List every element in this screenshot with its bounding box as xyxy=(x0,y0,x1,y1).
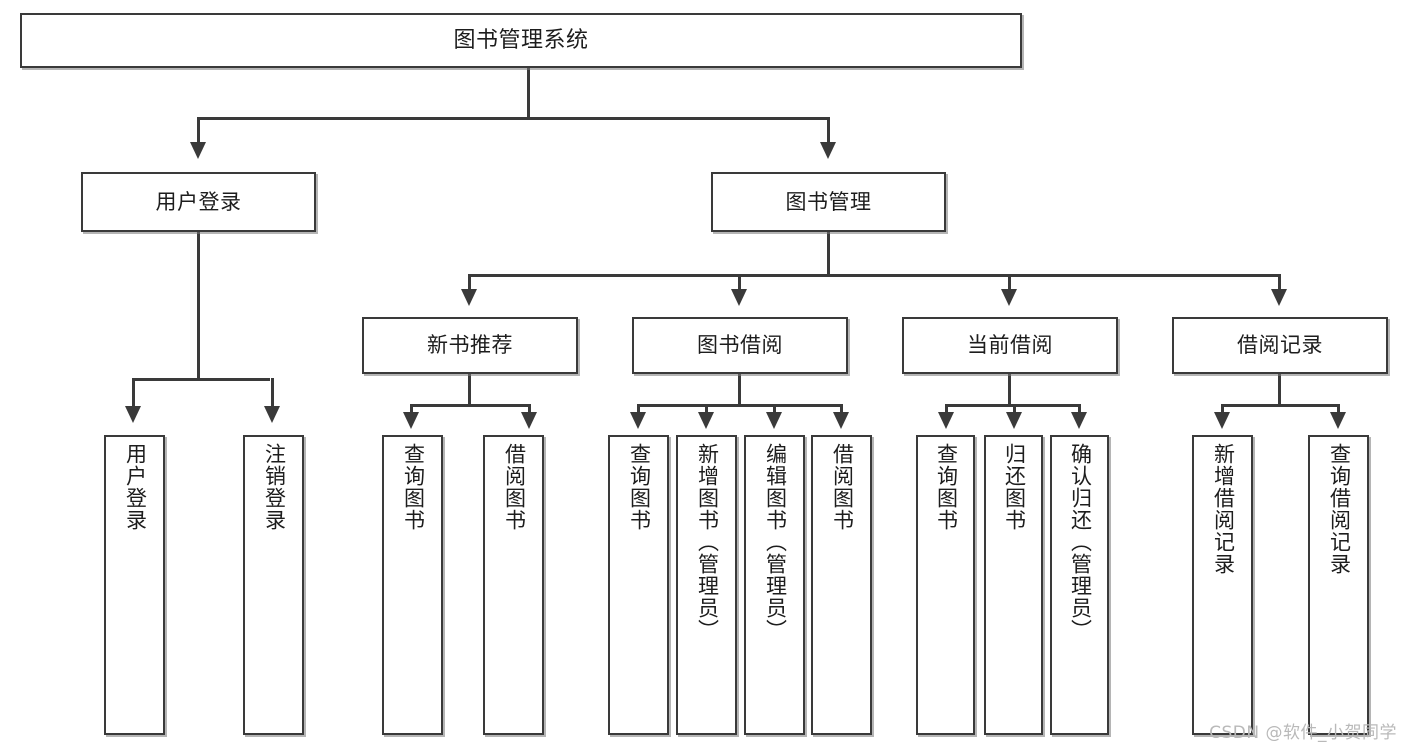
connector-current-drop-1 xyxy=(945,404,948,414)
arrowhead-book-mgmt xyxy=(820,142,836,159)
connector-record-drop-1 xyxy=(1221,404,1224,414)
connector-root-to-user-login xyxy=(197,117,200,144)
arrowhead-book-borrow xyxy=(731,289,747,306)
node-label: 新增借阅记录 xyxy=(1211,443,1236,575)
connector-book-mgmt-drop-1 xyxy=(468,274,471,291)
connector-book-mgmt-drop-4 xyxy=(1278,274,1281,291)
connector-borrow-drop-2 xyxy=(705,404,708,414)
leaf-current-return-book[interactable]: 归还图书 xyxy=(984,435,1043,735)
connector-user-login-drop-2 xyxy=(271,378,274,408)
leaf-borrow-borrow-book[interactable]: 借阅图书 xyxy=(811,435,872,735)
connector-current-stem xyxy=(1008,374,1011,406)
node-label: 查询图书 xyxy=(627,443,652,531)
connector-book-mgmt-bar xyxy=(469,274,1281,277)
node-root-system[interactable]: 图书管理系统 xyxy=(20,13,1022,68)
leaf-borrow-query-book[interactable]: 查询图书 xyxy=(608,435,669,735)
connector-recommend-drop-2 xyxy=(528,404,531,414)
node-label: 用户登录 xyxy=(155,189,242,214)
node-label: 注销登录 xyxy=(262,443,287,531)
connector-borrow-drop-4 xyxy=(840,404,843,414)
connector-recommend-bar xyxy=(411,404,531,407)
node-user-login[interactable]: 用户登录 xyxy=(81,172,316,232)
connector-borrow-stem xyxy=(738,374,741,406)
node-borrow-record[interactable]: 借阅记录 xyxy=(1172,317,1388,374)
arrowhead-leaf-user-login xyxy=(125,406,141,423)
node-label: 查询图书 xyxy=(934,443,959,531)
arrowhead-record-query xyxy=(1330,412,1346,429)
connector-root-stem xyxy=(527,68,530,118)
connector-borrow-bar xyxy=(638,404,843,407)
connector-recommend-stem xyxy=(468,374,471,406)
arrowhead-borrow-borrow-book xyxy=(833,412,849,429)
arrowhead-current-query-book xyxy=(938,412,954,429)
connector-user-login-bar xyxy=(133,378,270,381)
leaf-borrow-add-book[interactable]: 新增图书（管理员） xyxy=(676,435,737,735)
connector-current-drop-2 xyxy=(1013,404,1016,414)
connector-user-login-stem xyxy=(197,232,200,380)
arrowhead-leaf-logout xyxy=(264,406,280,423)
node-label: 归还图书 xyxy=(1002,443,1027,531)
connector-book-mgmt-stem xyxy=(827,232,830,276)
connector-recommend-drop-1 xyxy=(410,404,413,414)
connector-root-bar xyxy=(198,117,830,120)
connector-user-login-drop-1 xyxy=(132,378,135,408)
arrowhead-new-book-recommend xyxy=(461,289,477,306)
node-label: 用户登录 xyxy=(123,443,148,531)
connector-borrow-drop-3 xyxy=(773,404,776,414)
connector-borrow-drop-1 xyxy=(637,404,640,414)
arrowhead-current-return-book xyxy=(1006,412,1022,429)
arrowhead-borrow-record xyxy=(1271,289,1287,306)
leaf-logout[interactable]: 注销登录 xyxy=(243,435,304,735)
node-label: 确认归还（管理员） xyxy=(1068,443,1093,641)
node-label: 新书推荐 xyxy=(427,333,513,358)
node-current-borrow[interactable]: 当前借阅 xyxy=(902,317,1118,374)
arrowhead-recommend-query-book xyxy=(403,412,419,429)
arrowhead-user-login xyxy=(190,142,206,159)
node-label: 新增图书（管理员） xyxy=(695,443,720,641)
node-label: 查询图书 xyxy=(401,443,426,531)
connector-book-mgmt-drop-2 xyxy=(738,274,741,291)
node-new-book-recommend[interactable]: 新书推荐 xyxy=(362,317,578,374)
connector-record-stem xyxy=(1278,374,1281,406)
node-label: 编辑图书（管理员） xyxy=(763,443,788,641)
leaf-record-add[interactable]: 新增借阅记录 xyxy=(1192,435,1253,735)
node-label: 图书管理 xyxy=(785,189,872,214)
node-label: 图书借阅 xyxy=(697,333,783,358)
arrowhead-borrow-query-book xyxy=(630,412,646,429)
arrowhead-recommend-borrow-book xyxy=(521,412,537,429)
node-label: 借阅图书 xyxy=(502,443,527,531)
arrowhead-record-add xyxy=(1214,412,1230,429)
connector-record-bar xyxy=(1222,404,1340,407)
leaf-current-confirm-return[interactable]: 确认归还（管理员） xyxy=(1050,435,1109,735)
connector-record-drop-2 xyxy=(1337,404,1340,414)
connector-book-mgmt-drop-3 xyxy=(1008,274,1011,291)
leaf-recommend-query-book[interactable]: 查询图书 xyxy=(382,435,443,735)
arrowhead-borrow-edit-book xyxy=(766,412,782,429)
leaf-record-query[interactable]: 查询借阅记录 xyxy=(1308,435,1369,735)
node-label: 借阅记录 xyxy=(1237,333,1323,358)
leaf-recommend-borrow-book[interactable]: 借阅图书 xyxy=(483,435,544,735)
node-label: 当前借阅 xyxy=(967,333,1053,358)
leaf-borrow-edit-book[interactable]: 编辑图书（管理员） xyxy=(744,435,805,735)
node-book-management[interactable]: 图书管理 xyxy=(711,172,946,232)
arrowhead-current-confirm-return xyxy=(1071,412,1087,429)
arrowhead-current-borrow xyxy=(1001,289,1017,306)
arrowhead-borrow-add-book xyxy=(698,412,714,429)
node-label: 查询借阅记录 xyxy=(1327,443,1352,575)
leaf-user-login[interactable]: 用户登录 xyxy=(104,435,165,735)
node-label: 图书管理系统 xyxy=(453,27,589,53)
node-label: 借阅图书 xyxy=(830,443,855,531)
connector-root-to-book-mgmt xyxy=(827,117,830,144)
leaf-current-query-book[interactable]: 查询图书 xyxy=(916,435,975,735)
connector-current-drop-3 xyxy=(1078,404,1081,414)
node-book-borrow[interactable]: 图书借阅 xyxy=(632,317,848,374)
